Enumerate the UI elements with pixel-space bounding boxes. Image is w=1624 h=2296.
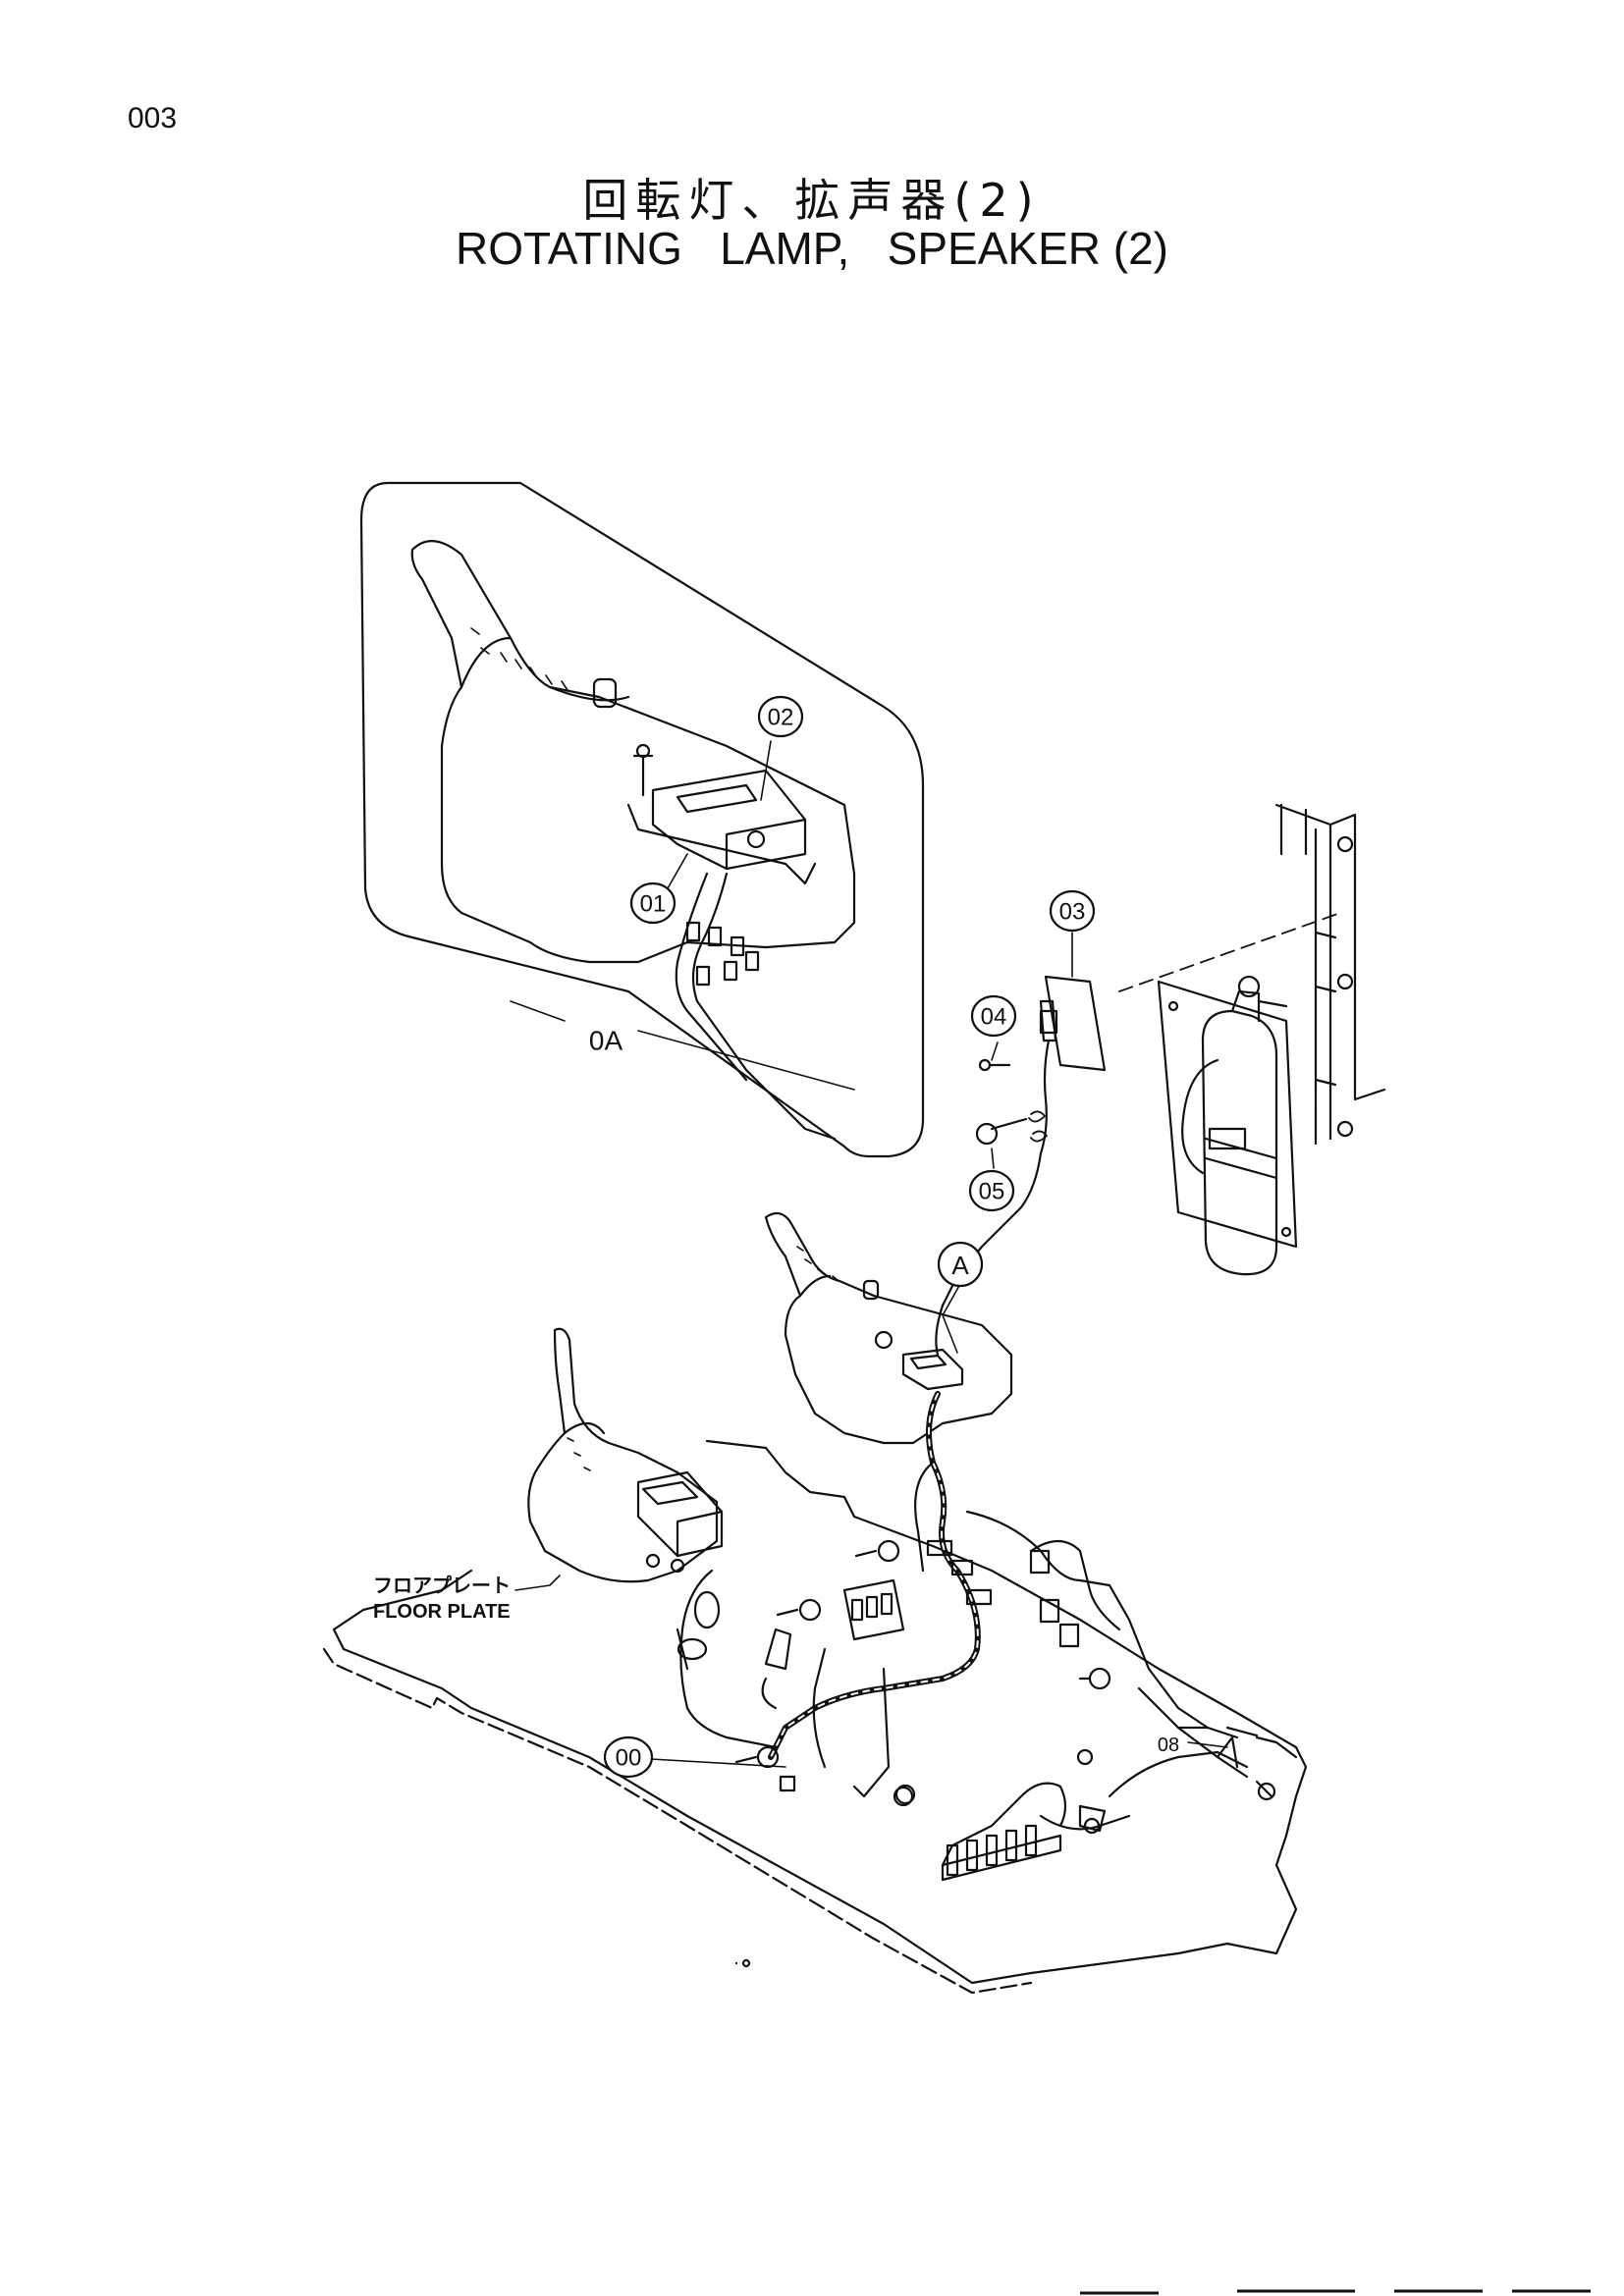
fire-extinguisher xyxy=(1201,1009,1278,1276)
right-console xyxy=(764,1211,1013,1445)
page-code: 003 xyxy=(128,102,178,134)
callout-circle-00 xyxy=(603,1735,654,1779)
callout-02: 02 xyxy=(768,705,794,731)
floor-plate-label-en: FLOOR PLATE xyxy=(373,1601,511,1623)
callout-04: 04 xyxy=(981,1004,1007,1031)
detail-console xyxy=(410,540,856,964)
callout-circle-02 xyxy=(757,695,804,738)
main-harness xyxy=(768,1391,981,1760)
title-english: ROTATING LAMP, SPEAKER (2) xyxy=(456,223,1168,274)
left-console xyxy=(527,1327,719,1583)
title-japanese: 回転灯、拡声器(2) xyxy=(582,174,1042,227)
floor-plate xyxy=(332,1439,1308,1985)
callout-a: A xyxy=(951,1251,969,1280)
callout-circle-A xyxy=(937,1241,984,1288)
callout-01: 01 xyxy=(640,891,667,918)
detail-frame xyxy=(359,481,925,1158)
extinguisher-bracket xyxy=(1157,980,1298,1249)
callout-03: 03 xyxy=(1059,899,1086,926)
detail-box-01 xyxy=(651,769,807,871)
page-edge-mark xyxy=(1080,2289,1591,2295)
callout-05: 05 xyxy=(979,1179,1005,1205)
callout-circle-01 xyxy=(629,881,677,925)
floor-plate-label-jp: フロアプレート xyxy=(373,1575,511,1597)
callout-00: 00 xyxy=(616,1745,642,1772)
callout-circle-05 xyxy=(968,1169,1015,1212)
cab-wall xyxy=(1274,803,1386,1146)
callout-circle-03 xyxy=(1049,889,1096,933)
callout-08: 08 xyxy=(1158,1735,1179,1756)
left-box xyxy=(636,1470,724,1558)
callout-circle-04 xyxy=(970,994,1017,1038)
detail-label-0a: 0A xyxy=(589,1026,623,1056)
